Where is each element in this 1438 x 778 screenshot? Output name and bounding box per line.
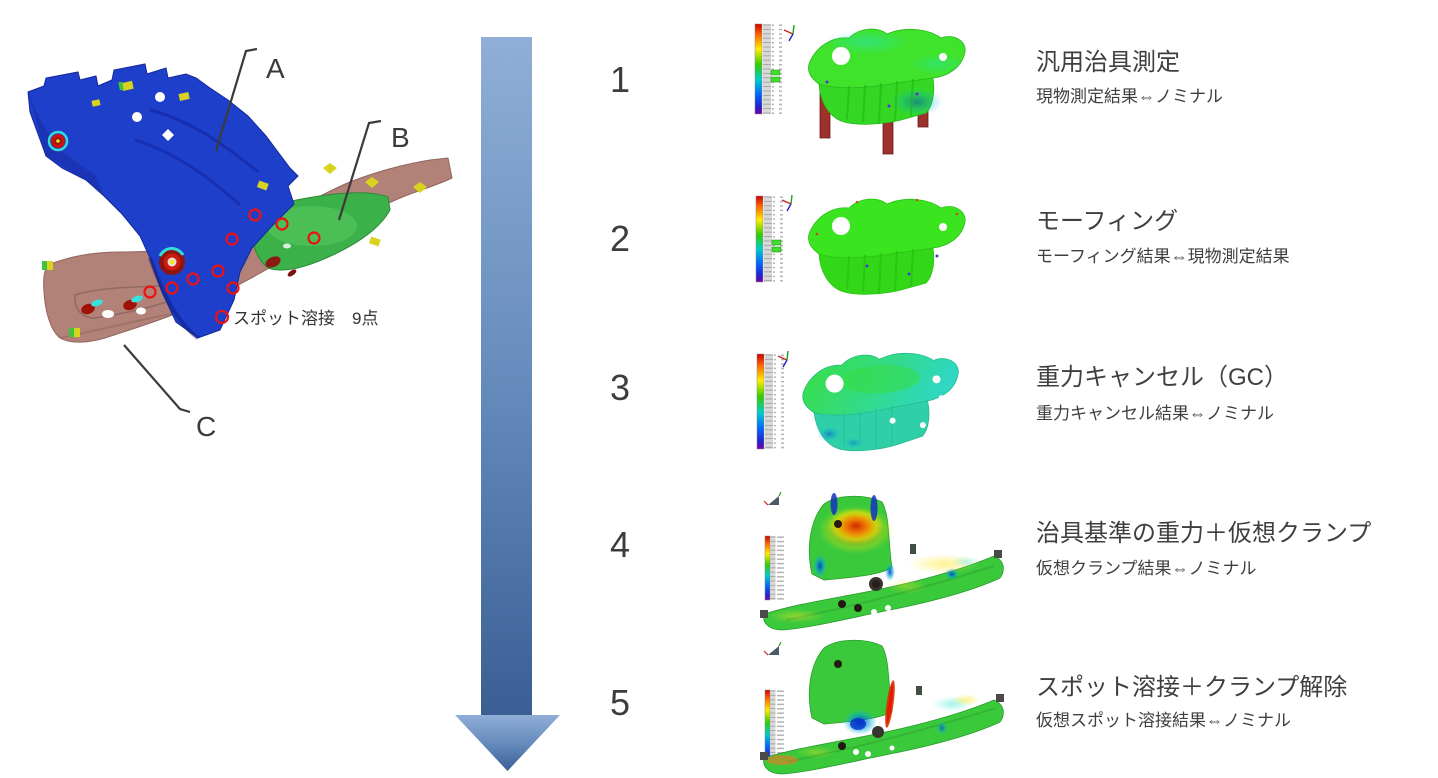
part-a-blue — [27, 63, 299, 340]
label-part-c: C — [196, 411, 216, 442]
axes-triad-icon — [777, 350, 789, 368]
step-2-subtitle: モーフィング結果⇔現物測定結果 — [1036, 247, 1290, 266]
step-5-text: スポット溶接＋クランプ解除 仮想スポット溶接結果⇔ノミナル — [1036, 673, 1347, 732]
welded-assembly — [760, 639, 1004, 775]
step-3-contour-thumbnail — [756, 350, 959, 452]
step-5-title: スポット溶接＋クランプ解除 — [1036, 674, 1348, 701]
spot-weld-rings — [143, 208, 321, 299]
flow-down-arrow-icon — [455, 37, 560, 771]
fastener-main — [158, 247, 185, 275]
gravity-cancel-part — [802, 352, 959, 452]
step-3-text: 重力キャンセル（GC） 重力キャンセル結果⇔ノミナル — [1036, 363, 1288, 425]
cad-assembly-figure: A B C スポット溶接 9点 — [27, 47, 453, 442]
step-2-title: モーフィング — [1036, 208, 1179, 235]
step-1-text: 汎用治具測定 現物測定結果⇔ノミナル — [1036, 48, 1223, 108]
step-4-number: 4 — [609, 524, 631, 565]
step-1-title: 汎用治具測定 — [1036, 49, 1180, 76]
locator-tabs-blue — [91, 80, 269, 191]
locator-tabs — [42, 163, 427, 337]
rail-clip-cyan — [131, 295, 143, 303]
axes-flag-icon — [763, 641, 782, 656]
colorbar-icon — [764, 535, 784, 601]
step-4-contour-thumbnail — [760, 491, 1004, 631]
rail-fastener — [123, 299, 137, 311]
step-3-subtitle: 重力キャンセル結果⇔ノミナル — [1036, 404, 1274, 423]
label-part-a: A — [266, 53, 285, 84]
colorbar-icon — [755, 195, 783, 283]
rail-fastener — [81, 303, 95, 315]
colorbar-icon — [756, 353, 784, 450]
colorbar-icon — [754, 23, 782, 115]
step-5-contour-thumbnail — [760, 639, 1004, 775]
step-1-number: 1 — [609, 59, 631, 100]
step-5-subtitle: 仮想スポット溶接結果⇔ノミナル — [1036, 711, 1291, 730]
step-2-text: モーフィング モーフィング結果⇔現物測定結果 — [1036, 207, 1290, 268]
morphed-part — [808, 198, 966, 295]
panel-hole — [155, 92, 165, 102]
panel-hole — [132, 112, 142, 122]
clamped-assembly — [760, 493, 1004, 631]
leader-lines — [123, 47, 382, 414]
step-1-subtitle: 現物測定結果⇔ノミナル — [1036, 87, 1223, 106]
step-3-title: 重力キャンセル（GC） — [1036, 364, 1288, 391]
step-2-number: 2 — [609, 218, 631, 259]
step-4-text: 治具基準の重力＋仮想クランプ 仮想クランプ結果⇔ノミナル — [1036, 519, 1371, 580]
step-3-number: 3 — [609, 367, 631, 408]
colorbar-icon — [764, 689, 784, 763]
axes-triad-icon — [781, 194, 793, 212]
step-1-contour-thumbnail — [754, 23, 966, 155]
axes-triad-icon — [783, 24, 795, 42]
panel-hole-diamond — [162, 129, 174, 141]
rail-clip-cyan — [91, 299, 103, 307]
axes-flag-icon — [763, 491, 782, 506]
green-fastener — [265, 256, 281, 268]
step-4-subtitle: 仮想クランプ結果⇔ノミナル — [1036, 559, 1257, 578]
spot-weld-legend-ring-icon — [214, 309, 230, 325]
measured-part — [808, 28, 966, 125]
step-2-contour-thumbnail — [755, 194, 966, 295]
rail-hole — [136, 307, 146, 315]
fastener-top-left — [47, 130, 69, 152]
step-5-number: 5 — [609, 682, 631, 723]
rail-hole — [102, 310, 114, 318]
spot-weld-note: スポット溶接 9点 — [233, 309, 378, 328]
step-4-title: 治具基準の重力＋仮想クランプ — [1036, 520, 1372, 547]
label-part-b: B — [391, 122, 410, 153]
